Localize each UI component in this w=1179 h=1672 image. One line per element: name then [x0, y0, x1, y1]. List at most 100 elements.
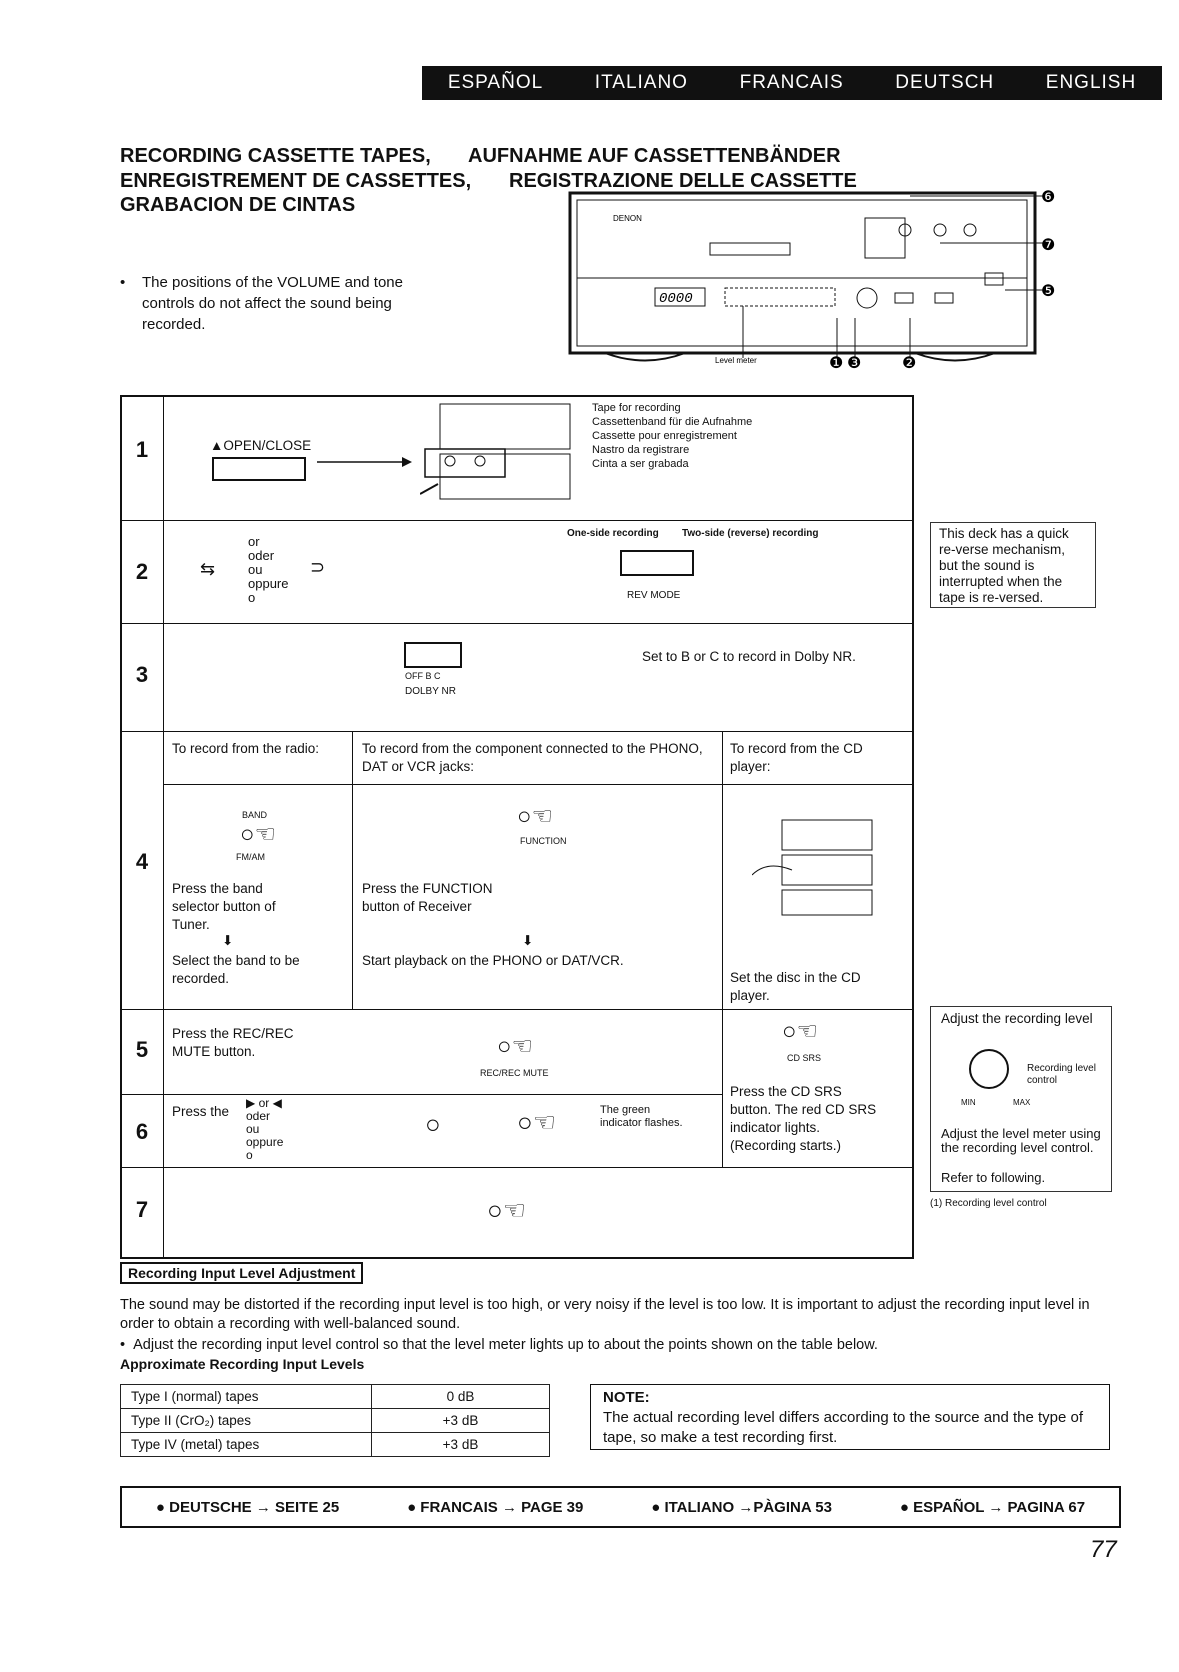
play-button-icon: ○☜ [517, 1107, 557, 1137]
max-label: MAX [1013, 1098, 1031, 1107]
level-box-refer: Refer to following. [941, 1170, 1046, 1185]
green-indicator-note: The green indicator flashes. [600, 1104, 683, 1129]
cd-srs-button-icon: ○☜ [782, 1018, 819, 1045]
band-button-icon: ○☜ [240, 821, 277, 848]
adjust-bullet: • Adjust the recording input level contr… [120, 1337, 878, 1353]
cd-player-illustration [752, 819, 873, 916]
component-step-a: Press the FUNCTION button of Receiver [362, 881, 493, 914]
deck-counter: 0000 [659, 291, 693, 307]
dolby-label: DOLBY NR [405, 686, 456, 697]
fmam-label: FM/AM [236, 852, 265, 862]
rec-button-icon: ○☜ [497, 1033, 534, 1060]
title-en: RECORDING CASSETTE TAPES, [120, 145, 431, 167]
callout-7: ❼ [1041, 237, 1055, 254]
step-7-number: 7 [135, 1197, 149, 1222]
stop-button-icon: ○☜ [487, 1195, 527, 1225]
levels-title: Approximate Recording Input Levels [120, 1356, 365, 1372]
step-3-text: Set to B or C to record in Dolby NR. [642, 649, 856, 664]
quick-reverse-note: This deck has a quick re-verse mechanism… [930, 522, 1096, 608]
nav-espanol[interactable]: ● ESPAÑOL → PAGINA 67 [899, 1498, 1086, 1516]
min-label: MIN [961, 1098, 976, 1107]
cd-srs-text: Press the CD SRS button. The red CD SRS … [730, 1084, 877, 1153]
rev-mode-label: REV MODE [627, 590, 681, 601]
step-3-number: 3 [135, 662, 149, 687]
lang-it: ITALIANO [594, 72, 688, 93]
deck-illustration: DENON 0000 Level meter ❶ ❸ ❷ ❺ ❻ ❼ [568, 189, 1055, 372]
page-number: 77 [1090, 1536, 1117, 1563]
tape-for-recording: Tape for recording Cassettenband für die… [592, 402, 753, 470]
callout-3: ❸ [847, 355, 861, 372]
language-bar: ESPAÑOL ITALIANO FRANCAIS DEUTSCH ENGLIS… [422, 66, 1162, 100]
step-6-press: Press the [172, 1104, 230, 1119]
cd-heading: To record from the CD player: [730, 741, 863, 774]
adjust-heading: Recording Input Level Adjustment [120, 1262, 364, 1284]
level-meter-label: Level meter [715, 356, 757, 365]
note-box: NOTE: The actual recording level differs… [590, 1384, 1110, 1450]
radio-heading: To record from the radio: [172, 741, 320, 756]
open-close-button [212, 457, 306, 481]
steps-table: 1 ▲OPEN/CLOSE Tape for recording Cassett… [120, 395, 914, 1259]
lang-fr: FRANCAIS [739, 72, 844, 93]
language-nav: ● DEUTSCHE → SEITE 25 ● FRANCAIS → PAGE … [120, 1486, 1121, 1528]
callout-5: ❺ [1041, 283, 1055, 300]
table-row: Type IV (metal) tapes+3 dB [120, 1432, 550, 1457]
open-close-label: ▲OPEN/CLOSE [210, 438, 312, 453]
note-text: The actual recording level differs accor… [603, 1409, 1084, 1446]
level-box-heading: Adjust the recording level [941, 1011, 1093, 1026]
arrow-down-icon-2: ⬇ [522, 933, 534, 948]
step-5-text: Press the REC/REC MUTE button. [172, 1026, 294, 1059]
dolby-switch [404, 642, 462, 668]
radio-step-b: Select the band to be recorded. [172, 953, 300, 986]
lang-es: ESPAÑOL [447, 72, 544, 93]
lang-de: DEUTSCH [895, 72, 995, 93]
title-it: REGISTRAZIONE DELLE CASSETTE [509, 170, 857, 192]
reverse-icon: ⊃ [310, 557, 326, 577]
intro-text: The positions of the VOLUME and tone con… [142, 274, 403, 333]
knob-label: Recording level control [1027, 1063, 1096, 1086]
callout-2: ❷ [902, 355, 916, 372]
rec-mute-label: REC/REC MUTE [480, 1068, 549, 1078]
arrow-down-icon: ⬇ [222, 933, 234, 948]
title-de: AUFNAHME AUF CASSETTENBÄNDER [468, 145, 841, 167]
step-1-number: 1 [135, 437, 149, 462]
component-heading: To record from the component connected t… [362, 741, 703, 774]
cd-step: Set the disc in the CD player. [730, 970, 861, 1003]
arrow-right-icon [317, 457, 412, 467]
nav-italiano[interactable]: ● ITALIANO →PÀGINA 53 [651, 1498, 832, 1516]
two-side-label: Two-side (reverse) recording [682, 528, 819, 539]
title-es: GRABACION DE CINTAS [120, 194, 356, 216]
nav-deutsche[interactable]: ● DEUTSCHE → SEITE 25 [155, 1498, 340, 1516]
level-box-text: Adjust the level meter using the recordi… [941, 1126, 1101, 1155]
component-step-b: Start playback on the PHONO or DAT/VCR. [362, 953, 624, 968]
adjust-paragraph: The sound may be distorted if the record… [120, 1297, 1090, 1332]
function-label: FUNCTION [520, 836, 567, 846]
cd-srs-label: CD SRS [787, 1053, 822, 1063]
rev-mode-switch [620, 550, 694, 576]
one-side-label: One-side recording [567, 528, 659, 539]
cassette-insert-illustration [420, 403, 571, 500]
switch-positions: OFF B C [405, 671, 441, 681]
recording-level-box: Adjust the recording level Recording lev… [930, 1006, 1112, 1192]
step-6-number: 6 [135, 1119, 149, 1144]
nav-francais[interactable]: ● FRANCAIS → PAGE 39 [407, 1498, 584, 1516]
callout-6: ❻ [1041, 189, 1055, 206]
step-4-number: 4 [135, 849, 149, 874]
title-fr: ENREGISTREMENT DE CASSETTES, [120, 170, 472, 192]
deck-brand: DENON [613, 214, 642, 223]
band-label: BAND [242, 810, 268, 820]
callout-1: ❶ [829, 355, 843, 372]
level-footnote: (1) Recording level control [930, 1198, 1047, 1209]
level-knob-icon [969, 1049, 1009, 1089]
step-2-number: 2 [135, 559, 149, 584]
lang-en: ENGLISH [1045, 72, 1137, 93]
note-heading: NOTE: [603, 1389, 650, 1406]
step-5-number: 5 [135, 1037, 149, 1062]
rewind-button-icon: ○ [425, 1109, 441, 1139]
one-side-icon: ⇆ [200, 559, 216, 579]
intro-note: • The positions of the VOLUME and tone c… [120, 272, 450, 335]
radio-step-a: Press the band selector button of Tuner. [172, 881, 276, 932]
